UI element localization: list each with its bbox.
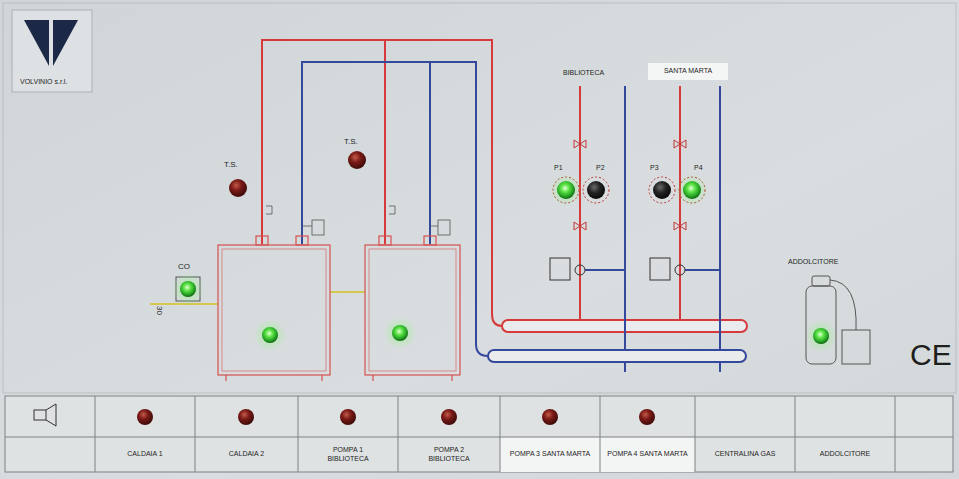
table-cell: POMPA 4 SANTA MARTA [604,439,691,470]
alarm-table [5,396,953,472]
table-cell: CALDAIA 1 [99,439,191,470]
flow-pipe [262,40,747,332]
pump-label: P4 [694,164,703,172]
circuit-name: BIBLIOTECA [563,69,604,77]
green-led [172,174,837,352]
softener-symbol [806,276,870,364]
sensor-value: 30 [155,306,164,315]
boiler [218,236,460,381]
sensor-label: T.S. [344,137,358,146]
pipe-fitting [266,206,450,235]
company-name: VOLVINIO s.r.l. [20,78,67,86]
pump-label: P1 [554,164,563,172]
table-cell: POMPA 3 SANTA MARTA [508,439,592,470]
pump-label: P3 [650,164,659,172]
table-cell: CALDAIA 2 [199,439,294,470]
ce-mark: CE [910,338,952,373]
alarm-led [137,409,655,425]
sensor-label: T.S. [224,160,238,169]
table-cell: POMPA 1 BIBLIOTECA [314,439,382,470]
table-cell: POMPA 2 BIBLIOTECA [414,439,484,470]
panel-frame [3,3,956,393]
softener-label: ADDOLCITORE [788,258,838,266]
pump-symbol [550,258,685,280]
return-pipe [302,62,746,372]
company-logo [12,10,92,92]
red-led [229,151,366,197]
table-cell: CENTRALINA GAS [708,439,782,470]
pump-label: P2 [596,164,605,172]
horn-icon [34,404,56,426]
table-cell: ADDOLCITORE [799,439,891,470]
off-led [587,181,671,199]
sensor-label: CO [178,262,190,271]
circuit-name: SANTA MARTA [648,63,728,80]
label-plate [648,63,728,80]
